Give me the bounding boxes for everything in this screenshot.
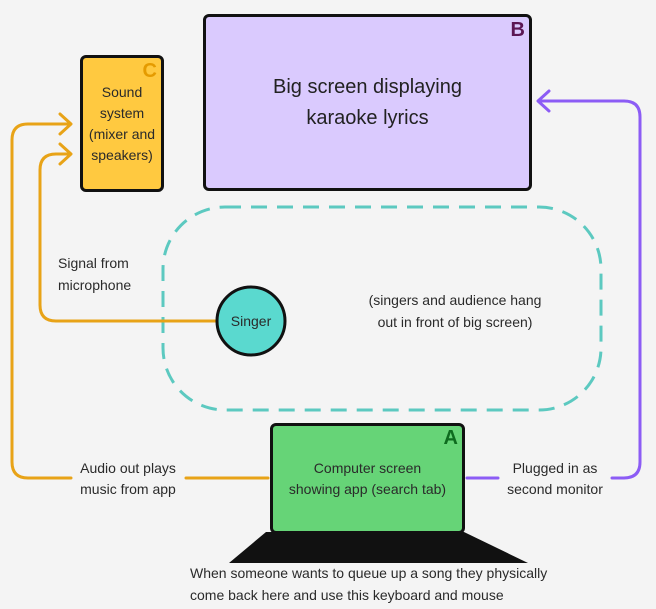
sound-system-label-line3: (mixer and — [88, 126, 156, 142]
keyboard-note-line1: When someone wants to queue up a song th… — [190, 565, 548, 581]
computer-screen-node: A — [270, 423, 465, 534]
monitor-cable-arrow — [465, 99, 642, 480]
computer-label: Computer screen showing app (search tab) — [270, 458, 465, 500]
big-screen-label-line1: Big screen displaying — [273, 76, 462, 98]
audio-out-arrowhead — [58, 112, 73, 136]
audience-note-line1: (singers and audience hang — [368, 292, 542, 308]
computer-label-line1: Computer screen — [313, 460, 422, 476]
big-screen-label-line2: karaoke lyrics — [306, 107, 429, 129]
audio-out-note-line1: Audio out plays — [80, 460, 176, 476]
laptop-keyboard-base — [229, 532, 528, 563]
plugged-in-note-line1: Plugged in as — [512, 460, 598, 476]
mic-signal-arrowhead — [58, 142, 73, 166]
audience-note-line2: out in front of big screen) — [377, 314, 533, 330]
plugged-in-note: Plugged in as second monitor — [494, 458, 616, 500]
computer-label-line2: showing app (search tab) — [288, 481, 447, 497]
sound-system-label-line4: speakers) — [91, 147, 153, 163]
singer-circle — [215, 285, 287, 357]
audio-out-note: Audio out plays music from app — [66, 458, 190, 500]
sound-system-letter: C — [142, 60, 157, 82]
mic-signal-note-line1: Signal from — [58, 255, 129, 271]
monitor-cable-arrowhead — [536, 89, 551, 113]
plugged-in-note-line2: second monitor — [507, 481, 603, 497]
singer-label: Singer — [230, 313, 272, 329]
mic-signal-note-line2: microphone — [58, 277, 132, 293]
audio-out-note-line2: music from app — [80, 481, 176, 497]
big-screen-node: B — [203, 14, 532, 191]
audience-area — [161, 205, 603, 412]
audience-note: (singers and audience hang out in front … — [335, 289, 575, 333]
sound-system-node: C — [80, 55, 164, 192]
keyboard-note-line2: come back here and use this keyboard and… — [190, 587, 504, 603]
sound-system-label: Sound system (mixer and speakers) — [80, 82, 164, 166]
computer-letter: A — [443, 427, 458, 449]
keyboard-note: When someone wants to queue up a song th… — [150, 562, 640, 606]
mic-signal-arrow — [38, 152, 218, 323]
sound-system-label-line1: Sound — [101, 84, 143, 100]
mic-signal-note: Signal from microphone — [44, 252, 168, 296]
audio-out-arrow — [10, 122, 270, 480]
big-screen-label: Big screen displaying karaoke lyrics — [203, 72, 532, 134]
big-screen-letter: B — [510, 19, 525, 41]
sound-system-label-line2: system — [99, 105, 145, 121]
